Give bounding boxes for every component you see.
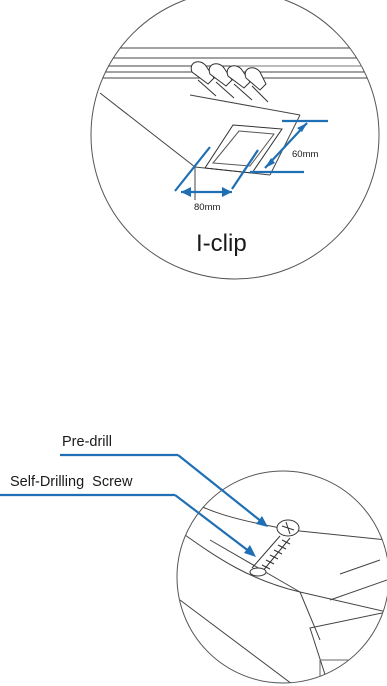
iclip-detail-panel: 60mm 80mm I-clip: [90, 0, 380, 280]
iclip-detail-circle: [90, 0, 380, 280]
self-drilling-screw-label: Self-Drilling Screw: [10, 474, 133, 490]
screw-detail-panel: Pre-drill Self-Drilling Screw: [0, 434, 387, 684]
dim-height-label: 60mm: [292, 149, 318, 160]
screw-detail-circle: [176, 470, 387, 684]
iclip-title: I-clip: [196, 230, 247, 257]
dimension-arrows: [181, 123, 307, 197]
self-drilling-screw: [249, 519, 300, 577]
screw-illustration: [177, 489, 387, 683]
clip-fingers: [190, 61, 269, 103]
pre-drill-label: Pre-drill: [62, 434, 112, 450]
dim-width-label: 80mm: [194, 202, 220, 213]
callout-lines: [0, 453, 263, 553]
callout-arrows: [244, 516, 268, 557]
